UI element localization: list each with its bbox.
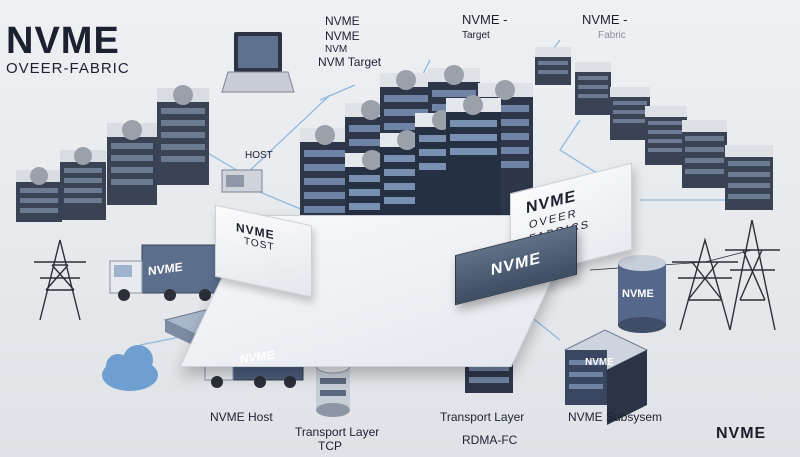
transport-rdma-line1: Transport Layer bbox=[440, 410, 525, 424]
storage-cylinder-right-icon bbox=[618, 255, 666, 333]
cloud-icon bbox=[102, 345, 158, 391]
host-device-icon bbox=[221, 169, 263, 193]
nvme-fabric-sub-label: Fabric bbox=[598, 30, 626, 41]
storage-cylinder-center-icon bbox=[315, 358, 351, 417]
nvme-subsystem-label: NVME Subsysem bbox=[568, 410, 663, 424]
laptop-icon bbox=[221, 32, 295, 93]
top-label-nvme-1: NVME bbox=[325, 14, 360, 28]
subsystem-box-label: NVME bbox=[585, 357, 614, 368]
nvme-host-label: NVME Host bbox=[210, 410, 273, 424]
nvme-target-head-label: NVME - bbox=[462, 12, 508, 27]
page-title: NVME bbox=[6, 20, 120, 62]
transport-rdma-line2: RDMA-FC bbox=[462, 433, 518, 447]
nvme-target-sub-label: Target bbox=[462, 30, 490, 41]
left-server-rack-row bbox=[16, 85, 209, 222]
right-server-rack-row bbox=[535, 47, 773, 210]
power-tower-left-icon bbox=[34, 239, 86, 321]
page-subtitle: OVEER-FABRIC bbox=[6, 60, 130, 77]
transport-tcp-line2: TCP bbox=[318, 439, 342, 453]
nvme-fabric-head-label: NVME - bbox=[582, 12, 628, 27]
nvme-corner-label: NVME bbox=[716, 425, 767, 442]
host-label: HOST bbox=[245, 150, 273, 161]
subsystem-server-icon bbox=[563, 329, 649, 425]
storage-cylinder-label: NVME bbox=[622, 288, 654, 300]
top-label-nvm: NVM bbox=[325, 44, 348, 55]
top-label-nvme-2: NVME bbox=[325, 29, 360, 43]
truck-1-icon bbox=[109, 244, 223, 301]
transport-tcp-line1: Transport Layer bbox=[295, 425, 380, 439]
nvm-target-label: NVM Target bbox=[318, 55, 382, 69]
